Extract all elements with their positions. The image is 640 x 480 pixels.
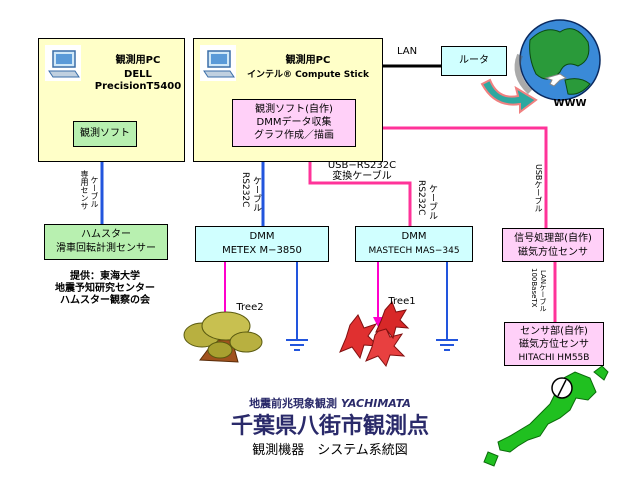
lan-cable-label-2: LANケーブル (539, 270, 547, 313)
tree1-probe-arrow (373, 317, 383, 327)
pc1-software-label: 観測ソフト (80, 128, 130, 139)
rs232c-cable-label-2: RS232C (416, 180, 426, 216)
pc2-software-line3: グラフ作成／描画 (254, 130, 334, 141)
rs232c-cable-label-2b: ケーブル (427, 184, 437, 220)
usb-line (383, 126, 548, 228)
pc2-title: 観測用PC (285, 55, 331, 66)
tree2-label: Tree2 (236, 302, 264, 313)
usb-rs232c-line (308, 162, 412, 226)
www-label: WWW (553, 98, 587, 109)
dmm2-box: DMM MASTECH MAS−345 (355, 226, 473, 262)
footer-subtitle: 地震前兆現象観測 YACHIMATA (249, 397, 411, 410)
pc1-title: 観測用PC (115, 55, 161, 66)
dmm1-box: DMM METEX M−3850 (195, 226, 329, 262)
credit-line1: 提供：東海大学 (70, 271, 140, 282)
dmm1-line2: METEX M−3850 (222, 245, 302, 256)
usb-rs232c-label-line2: 変換ケーブル (332, 171, 392, 182)
japan-map-icon (483, 365, 609, 467)
dmm2-line2: MASTECH MAS−345 (368, 246, 460, 256)
computer-icon (45, 45, 81, 81)
pc2-box: 観測用PC インテル® Compute Stick 観測ソフト(自作) DMMデ… (193, 38, 383, 162)
sensor-unit-line1: センサ部(自作) (520, 326, 588, 337)
rs232c-cable-label-1b: ケーブル (251, 176, 261, 212)
airplane-icon (544, 73, 568, 87)
signal-processor-box: 信号処理部(自作) 磁気方位センサ (502, 228, 604, 262)
globe-icon (514, 19, 601, 101)
hamster-sensor-line2: 滑車回転計測センサー (56, 243, 156, 254)
router-label: ルータ (459, 55, 489, 66)
credit-line3: ハムスター観察の会 (60, 295, 150, 306)
signal-processor-line2: 磁気方位センサ (518, 247, 588, 258)
pc2-software-line1: 観測ソフト(自作) (255, 104, 333, 115)
footer-caption: 観測機器 システム系統図 (252, 443, 408, 458)
lan-cable-label-1: 100BaseTX (530, 268, 538, 308)
signal-processor-line1: 信号処理部(自作) (514, 233, 592, 244)
sensor-cable-label-2: ケーブル (90, 176, 99, 208)
pc1-model-brand: DELL (124, 69, 152, 80)
pc2-software-box: 観測ソフト(自作) DMMデータ収集 グラフ作成／描画 (232, 99, 356, 147)
tree2-icon (183, 311, 263, 363)
tree1-icon (339, 301, 410, 368)
pc1-box: 観測用PC DELL PrecisionT5400 観測ソフト (38, 38, 185, 162)
router-box: ルータ (441, 46, 507, 76)
lan-label: LAN (396, 46, 418, 57)
sensor-unit-line2: 磁気方位センサ (519, 339, 589, 350)
tree1-label: Tree1 (388, 296, 416, 307)
pc1-software-box: 観測ソフト (73, 121, 137, 147)
dmm2-line1: DMM (401, 231, 427, 242)
router-arrow (480, 78, 538, 114)
hamster-sensor-box: ハムスター 滑車回転計測センサー (44, 224, 168, 260)
dmm1-line1: DMM (249, 231, 275, 242)
pc1-model-name: PrecisionT5400 (94, 81, 182, 92)
sensor-unit-line3: HITACHI HM55B (518, 353, 590, 363)
compass-icon (551, 377, 573, 399)
credit-line2: 地震予知研究センター (55, 283, 155, 294)
sensor-cable-label: 専用センサ (80, 170, 89, 210)
computer-icon (200, 45, 236, 81)
pc2-software-line2: DMMデータ収集 (256, 117, 332, 128)
usb-cable-label: USBケーブル (534, 164, 543, 213)
hamster-sensor-line1: ハムスター (81, 229, 131, 240)
ground-icon-2 (436, 339, 458, 351)
footer-title: 千葉県八街市観測点 (230, 414, 429, 439)
pc2-model: インテル® Compute Stick (247, 70, 369, 80)
ground-icon-1 (286, 339, 308, 351)
sensor-unit-box: センサ部(自作) 磁気方位センサ HITACHI HM55B (504, 322, 604, 366)
rs232c-cable-label-1: RS232C (240, 172, 250, 208)
usb-rs232c-label-line1: USB−RS232C (327, 160, 397, 171)
